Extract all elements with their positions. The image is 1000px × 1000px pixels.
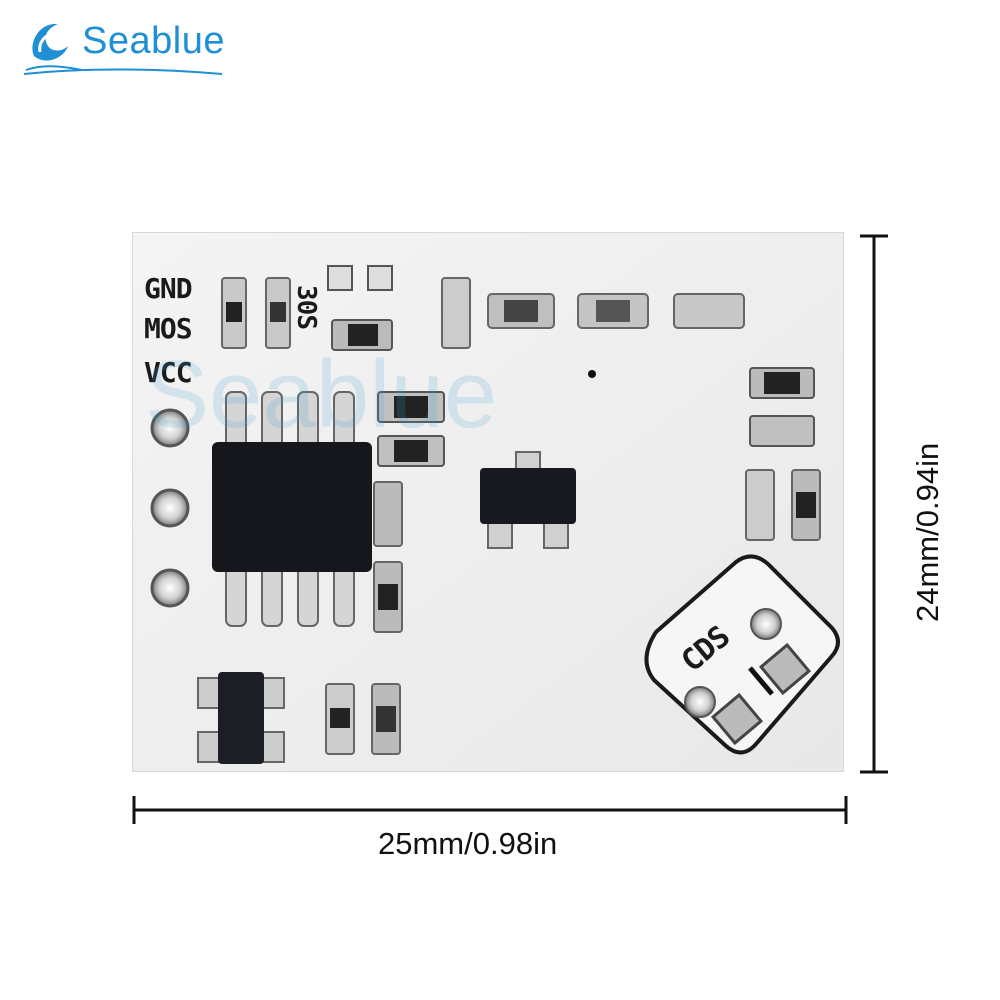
brand-name: Seablue bbox=[82, 20, 225, 62]
silk-label-30s: 30S bbox=[290, 285, 321, 329]
pcb-drawing bbox=[131, 231, 845, 773]
pin-pads bbox=[150, 408, 190, 608]
wave-logo-icon bbox=[25, 23, 83, 71]
pcb-board: GND MOS VCC 30S CDS bbox=[131, 231, 845, 773]
cds-sensor-footprint bbox=[644, 554, 840, 755]
ic-chip-soic8 bbox=[212, 391, 372, 627]
brand-logo: Seablue bbox=[22, 12, 232, 76]
width-dimension-label: 25mm/0.98in bbox=[378, 826, 558, 861]
pin-label-mos: MOS bbox=[144, 312, 193, 345]
height-dimension-label: 24mm/0.94in bbox=[910, 442, 945, 622]
smd-components-top-left bbox=[221, 265, 471, 351]
resistors-middle bbox=[373, 391, 445, 633]
resistors-top bbox=[487, 293, 821, 541]
transistor-sot23 bbox=[480, 451, 576, 549]
logo-underline bbox=[23, 68, 223, 75]
pin-label-vcc: VCC bbox=[144, 356, 193, 389]
pin-label-gnd: GND bbox=[144, 272, 193, 305]
components-bottom-left bbox=[197, 672, 401, 764]
